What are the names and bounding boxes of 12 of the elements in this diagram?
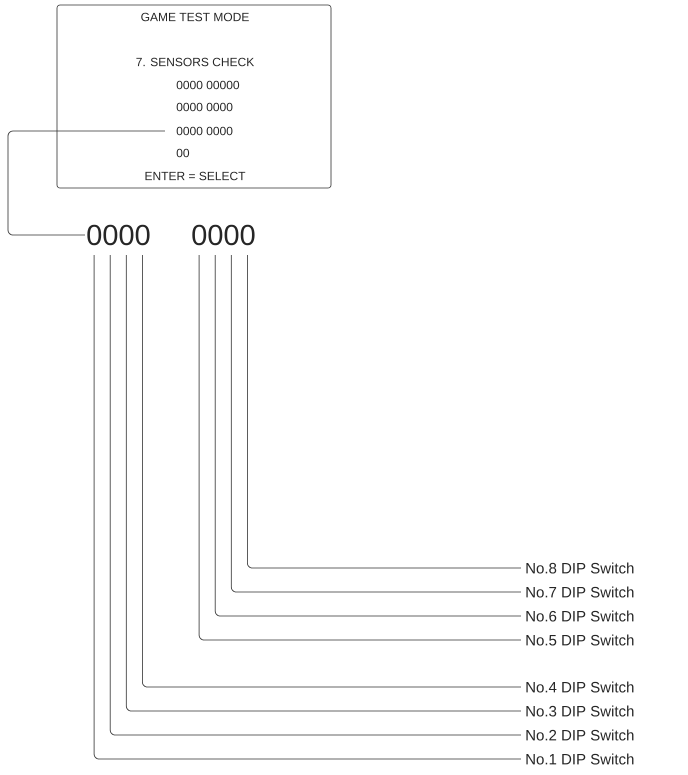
switch-label: No.6 DIP Switch (526, 610, 634, 622)
switch-label: No.1 DIP Switch (526, 754, 634, 764)
digit-group: 0000 (192, 224, 255, 246)
switch-label: No.4 DIP Switch (526, 682, 634, 692)
switch-label: No.8 DIP Switch (526, 562, 634, 574)
switch-label: No.2 DIP Switch (526, 730, 634, 740)
leader-line (8, 130, 166, 236)
screen-text: 0000 0000 (176, 126, 232, 136)
switch-label: No.5 DIP Switch (526, 634, 634, 646)
digit-group: 0000 (87, 224, 150, 246)
switch-label: No.7 DIP Switch (526, 586, 634, 598)
switch-label: No.3 DIP Switch (526, 706, 634, 716)
